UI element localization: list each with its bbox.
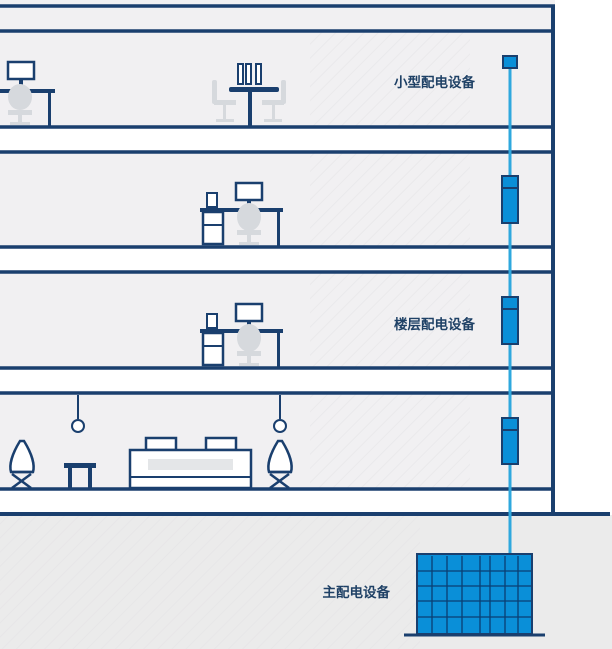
table-leg bbox=[88, 468, 92, 488]
chair-seat bbox=[262, 100, 284, 105]
slab-2 bbox=[0, 248, 553, 272]
chair-post bbox=[223, 105, 226, 119]
table-top bbox=[229, 87, 279, 92]
chair-icon bbox=[262, 80, 286, 122]
chair-back bbox=[237, 324, 261, 352]
floor-top-furniture bbox=[0, 60, 286, 127]
chair-back bbox=[281, 80, 286, 104]
chair-post bbox=[18, 115, 22, 123]
lamp-bulb bbox=[71, 419, 85, 433]
building-structure bbox=[0, 4, 610, 516]
pendant-lamp-icon bbox=[71, 395, 85, 433]
chair-icon bbox=[8, 84, 32, 125]
chair-leg bbox=[269, 472, 290, 490]
small-distribution-box bbox=[502, 55, 518, 69]
table-top bbox=[64, 463, 96, 468]
chair-post bbox=[272, 105, 275, 119]
chair-icon bbox=[237, 203, 261, 245]
chair-seat bbox=[237, 230, 261, 235]
floor-distribution-box bbox=[501, 175, 519, 224]
panel-body bbox=[416, 553, 533, 635]
laptop-screen bbox=[245, 63, 252, 85]
monitor-stand bbox=[19, 79, 23, 87]
chair-seat bbox=[214, 100, 236, 105]
desk-leg bbox=[277, 333, 280, 367]
sofa-seat bbox=[148, 459, 233, 470]
chair-post bbox=[247, 235, 251, 242]
sofa-icon bbox=[128, 436, 253, 490]
coffee-table-icon bbox=[64, 463, 96, 488]
floor-2-furniture bbox=[200, 181, 283, 246]
pendant-lamp-icon bbox=[273, 395, 287, 433]
meeting-table-icon bbox=[229, 63, 279, 127]
table-leg bbox=[248, 92, 252, 127]
main-distribution-panel bbox=[404, 553, 545, 637]
chair-base bbox=[239, 242, 259, 245]
desk-item bbox=[206, 192, 218, 208]
desk-leg bbox=[48, 93, 51, 127]
laptop-screen bbox=[255, 63, 262, 85]
chair-leg bbox=[11, 472, 32, 490]
chair-back bbox=[212, 80, 217, 104]
panel-grid bbox=[418, 556, 531, 633]
main-distribution-label: 主配电设备 bbox=[323, 584, 391, 601]
floor-distribution-box bbox=[501, 296, 519, 345]
desk-item bbox=[206, 313, 218, 329]
laptop-screen bbox=[237, 63, 244, 85]
floor-3-furniture bbox=[200, 302, 283, 367]
floor-distribution-label: 楼层配电设备 bbox=[394, 316, 475, 333]
monitor-screen bbox=[234, 181, 264, 202]
chair-back bbox=[237, 203, 261, 231]
lounge-chair-icon bbox=[9, 439, 35, 490]
chair-back bbox=[8, 84, 32, 110]
chair-icon bbox=[212, 80, 236, 122]
cabinet-body bbox=[201, 210, 225, 246]
chair-base bbox=[10, 122, 30, 125]
chair-seat bbox=[8, 110, 32, 115]
floor-4-furniture bbox=[9, 395, 293, 490]
floor-distribution-box bbox=[501, 417, 519, 465]
lounge-chair-icon bbox=[267, 439, 293, 490]
monitor-screen bbox=[234, 302, 264, 323]
monitor-icon bbox=[6, 60, 36, 87]
chair-post bbox=[247, 356, 251, 363]
sofa-cushion bbox=[204, 436, 238, 452]
distribution-boxes bbox=[501, 55, 519, 465]
monitor-screen bbox=[6, 60, 36, 81]
slab-4 bbox=[0, 489, 553, 513]
chair-base bbox=[264, 119, 282, 122]
roof-band bbox=[0, 5, 553, 30]
desk-leg bbox=[277, 212, 280, 246]
lamp-bulb bbox=[273, 419, 287, 433]
small-distribution-label: 小型配电设备 bbox=[394, 74, 475, 91]
slab-3 bbox=[0, 369, 553, 393]
ground-hatch bbox=[0, 515, 420, 649]
slab-1 bbox=[0, 128, 553, 152]
cabinet-icon bbox=[201, 313, 225, 367]
chair-base bbox=[239, 363, 259, 366]
floor-slabs bbox=[0, 5, 553, 513]
cabinet-body bbox=[201, 331, 225, 367]
chair-seat bbox=[237, 351, 261, 356]
chair-base bbox=[216, 119, 234, 122]
chair-icon bbox=[237, 324, 261, 366]
sofa-cushion bbox=[144, 436, 178, 452]
table-leg bbox=[68, 468, 72, 488]
